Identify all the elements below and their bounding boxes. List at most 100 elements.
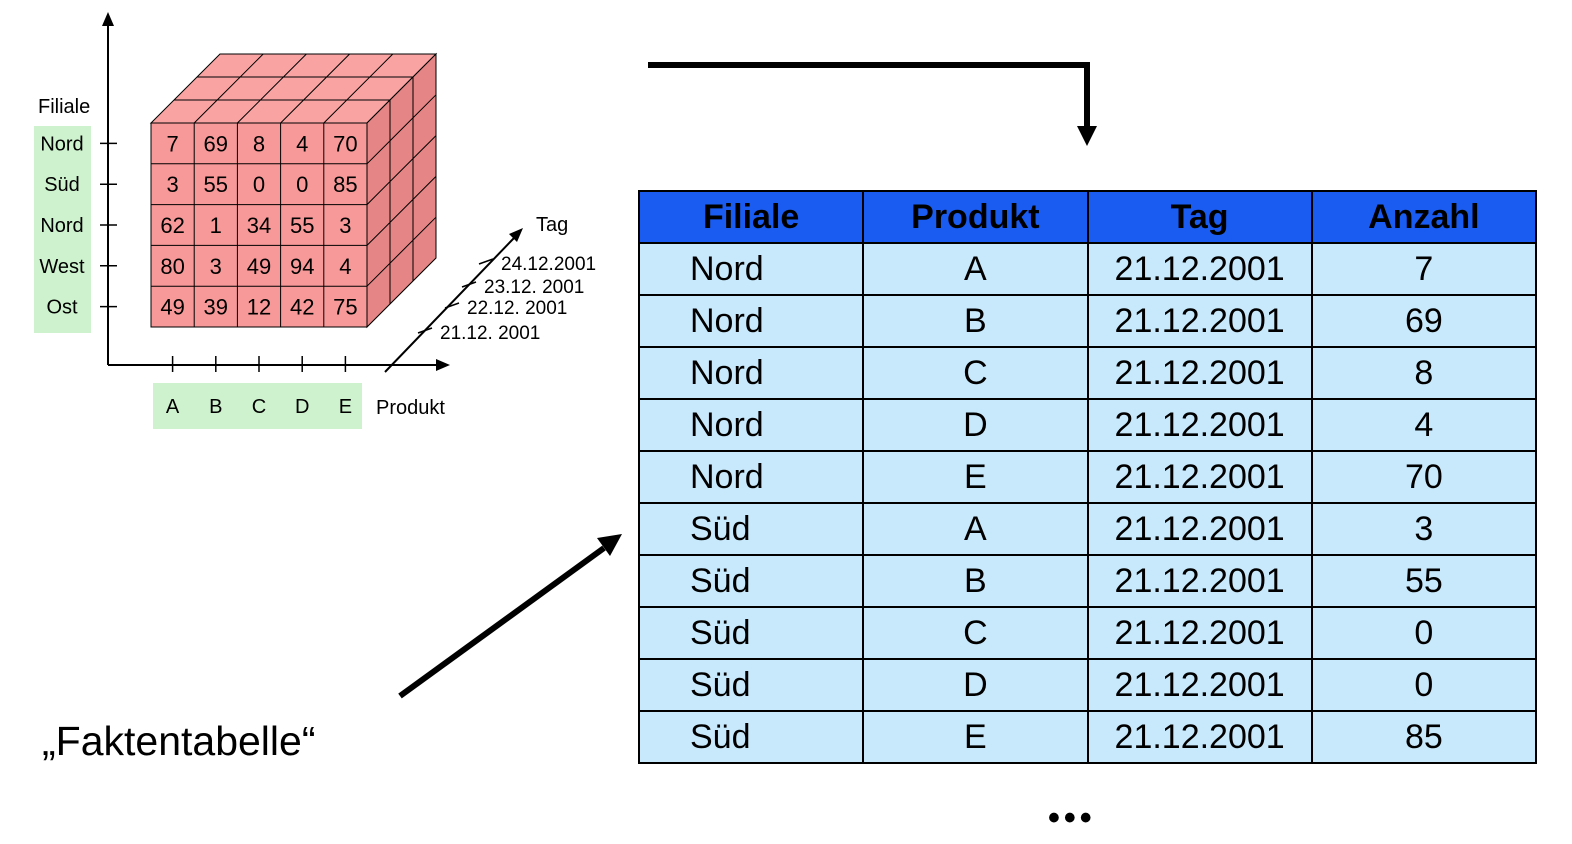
cell-tag: 21.12.2001 bbox=[1086, 502, 1313, 556]
branch-label: Ost bbox=[46, 297, 78, 319]
cube-value: 75 bbox=[333, 295, 357, 320]
cube-value: 34 bbox=[247, 213, 271, 238]
header-tag: Tag bbox=[1086, 190, 1313, 244]
cell-tag: 21.12.2001 bbox=[1086, 398, 1313, 452]
cube-to-table-arrowhead bbox=[1077, 126, 1097, 146]
cell-tag: 21.12.2001 bbox=[1086, 710, 1313, 764]
product-label: C bbox=[252, 396, 266, 418]
cell-filiale: Nord bbox=[637, 242, 865, 296]
product-label: A bbox=[166, 396, 180, 418]
cube-value: 39 bbox=[204, 295, 228, 320]
cube-value: 55 bbox=[204, 172, 228, 197]
cube-value: 7 bbox=[166, 131, 178, 156]
cube-front-face bbox=[150, 122, 368, 328]
cell-tag: 21.12.2001 bbox=[1086, 242, 1313, 296]
cell-produkt: B bbox=[862, 554, 1089, 608]
cube-value: 4 bbox=[339, 254, 351, 279]
label-to-table-arrowhead bbox=[597, 534, 622, 556]
product-label: E bbox=[339, 396, 352, 418]
day-axis-arrowhead bbox=[509, 228, 523, 242]
cube-value: 85 bbox=[333, 172, 357, 197]
product-label: B bbox=[209, 396, 222, 418]
day-label: 21.12. 2001 bbox=[440, 323, 540, 344]
cell-produkt: B bbox=[862, 294, 1089, 348]
cell-produkt: D bbox=[862, 658, 1089, 712]
cell-filiale: Süd bbox=[637, 502, 865, 556]
cell-tag: 21.12.2001 bbox=[1086, 346, 1313, 400]
branch-label: West bbox=[39, 256, 85, 278]
label-to-table-arrow bbox=[398, 545, 606, 699]
more-rows-ellipsis: ••• bbox=[1048, 799, 1096, 837]
branch-label: Süd bbox=[44, 174, 80, 196]
cell-produkt: D bbox=[862, 398, 1089, 452]
fact-table-label: „Faktentabelle“ bbox=[42, 718, 316, 764]
cube-value: 69 bbox=[204, 131, 228, 156]
cell-filiale: Nord bbox=[637, 294, 865, 348]
cube-value: 0 bbox=[296, 172, 308, 197]
cell-anzahl: 3 bbox=[1310, 502, 1538, 556]
cube-value: 0 bbox=[253, 172, 265, 197]
header-anzahl: Anzahl bbox=[1310, 190, 1538, 244]
day-label: 24.12.2001 bbox=[501, 254, 596, 275]
cell-anzahl: 69 bbox=[1310, 294, 1538, 348]
cube-value: 8 bbox=[253, 131, 265, 156]
cube-value: 62 bbox=[160, 213, 184, 238]
cube-value: 42 bbox=[290, 295, 314, 320]
cube-value: 70 bbox=[333, 131, 357, 156]
cell-filiale: Nord bbox=[637, 450, 865, 504]
product-labels-background bbox=[153, 383, 362, 429]
cube-value: 49 bbox=[160, 295, 184, 320]
cell-produkt: E bbox=[862, 710, 1089, 764]
header-filiale: Filiale bbox=[637, 190, 865, 244]
cell-anzahl: 7 bbox=[1310, 242, 1538, 296]
branch-labels-background bbox=[34, 126, 91, 333]
cell-anzahl: 0 bbox=[1310, 606, 1538, 660]
cell-tag: 21.12.2001 bbox=[1086, 658, 1313, 712]
cube-value: 80 bbox=[160, 254, 184, 279]
cube-value: 4 bbox=[296, 131, 308, 156]
cell-filiale: Nord bbox=[637, 398, 865, 452]
branch-axis-arrowhead bbox=[102, 12, 114, 26]
day-tick bbox=[461, 281, 477, 288]
branch-axis-label: Filiale bbox=[38, 96, 90, 118]
cell-anzahl: 55 bbox=[1310, 554, 1538, 608]
cell-produkt: A bbox=[862, 502, 1089, 556]
cube-to-table-arrow bbox=[648, 62, 1090, 128]
cell-anzahl: 70 bbox=[1310, 450, 1538, 504]
cell-filiale: Süd bbox=[637, 710, 865, 764]
header-produkt: Produkt bbox=[862, 190, 1089, 244]
cube-value: 12 bbox=[247, 295, 271, 320]
day-tick bbox=[478, 258, 494, 265]
cell-filiale: Süd bbox=[637, 606, 865, 660]
product-axis-arrowhead bbox=[436, 359, 450, 371]
day-label: 23.12. 2001 bbox=[484, 277, 584, 298]
cell-produkt: C bbox=[862, 606, 1089, 660]
cell-produkt: A bbox=[862, 242, 1089, 296]
cell-tag: 21.12.2001 bbox=[1086, 606, 1313, 660]
cell-produkt: C bbox=[862, 346, 1089, 400]
day-axis bbox=[384, 237, 515, 373]
cube-value: 3 bbox=[166, 172, 178, 197]
branch-label: Nord bbox=[40, 133, 83, 155]
cube-value: 49 bbox=[247, 254, 271, 279]
cube-value: 3 bbox=[339, 213, 351, 238]
cell-tag: 21.12.2001 bbox=[1086, 554, 1313, 608]
branch-label: Nord bbox=[40, 215, 83, 237]
day-tick bbox=[444, 302, 460, 309]
day-label: 22.12. 2001 bbox=[467, 298, 567, 319]
cell-anzahl: 8 bbox=[1310, 346, 1538, 400]
cell-anzahl: 85 bbox=[1310, 710, 1538, 764]
